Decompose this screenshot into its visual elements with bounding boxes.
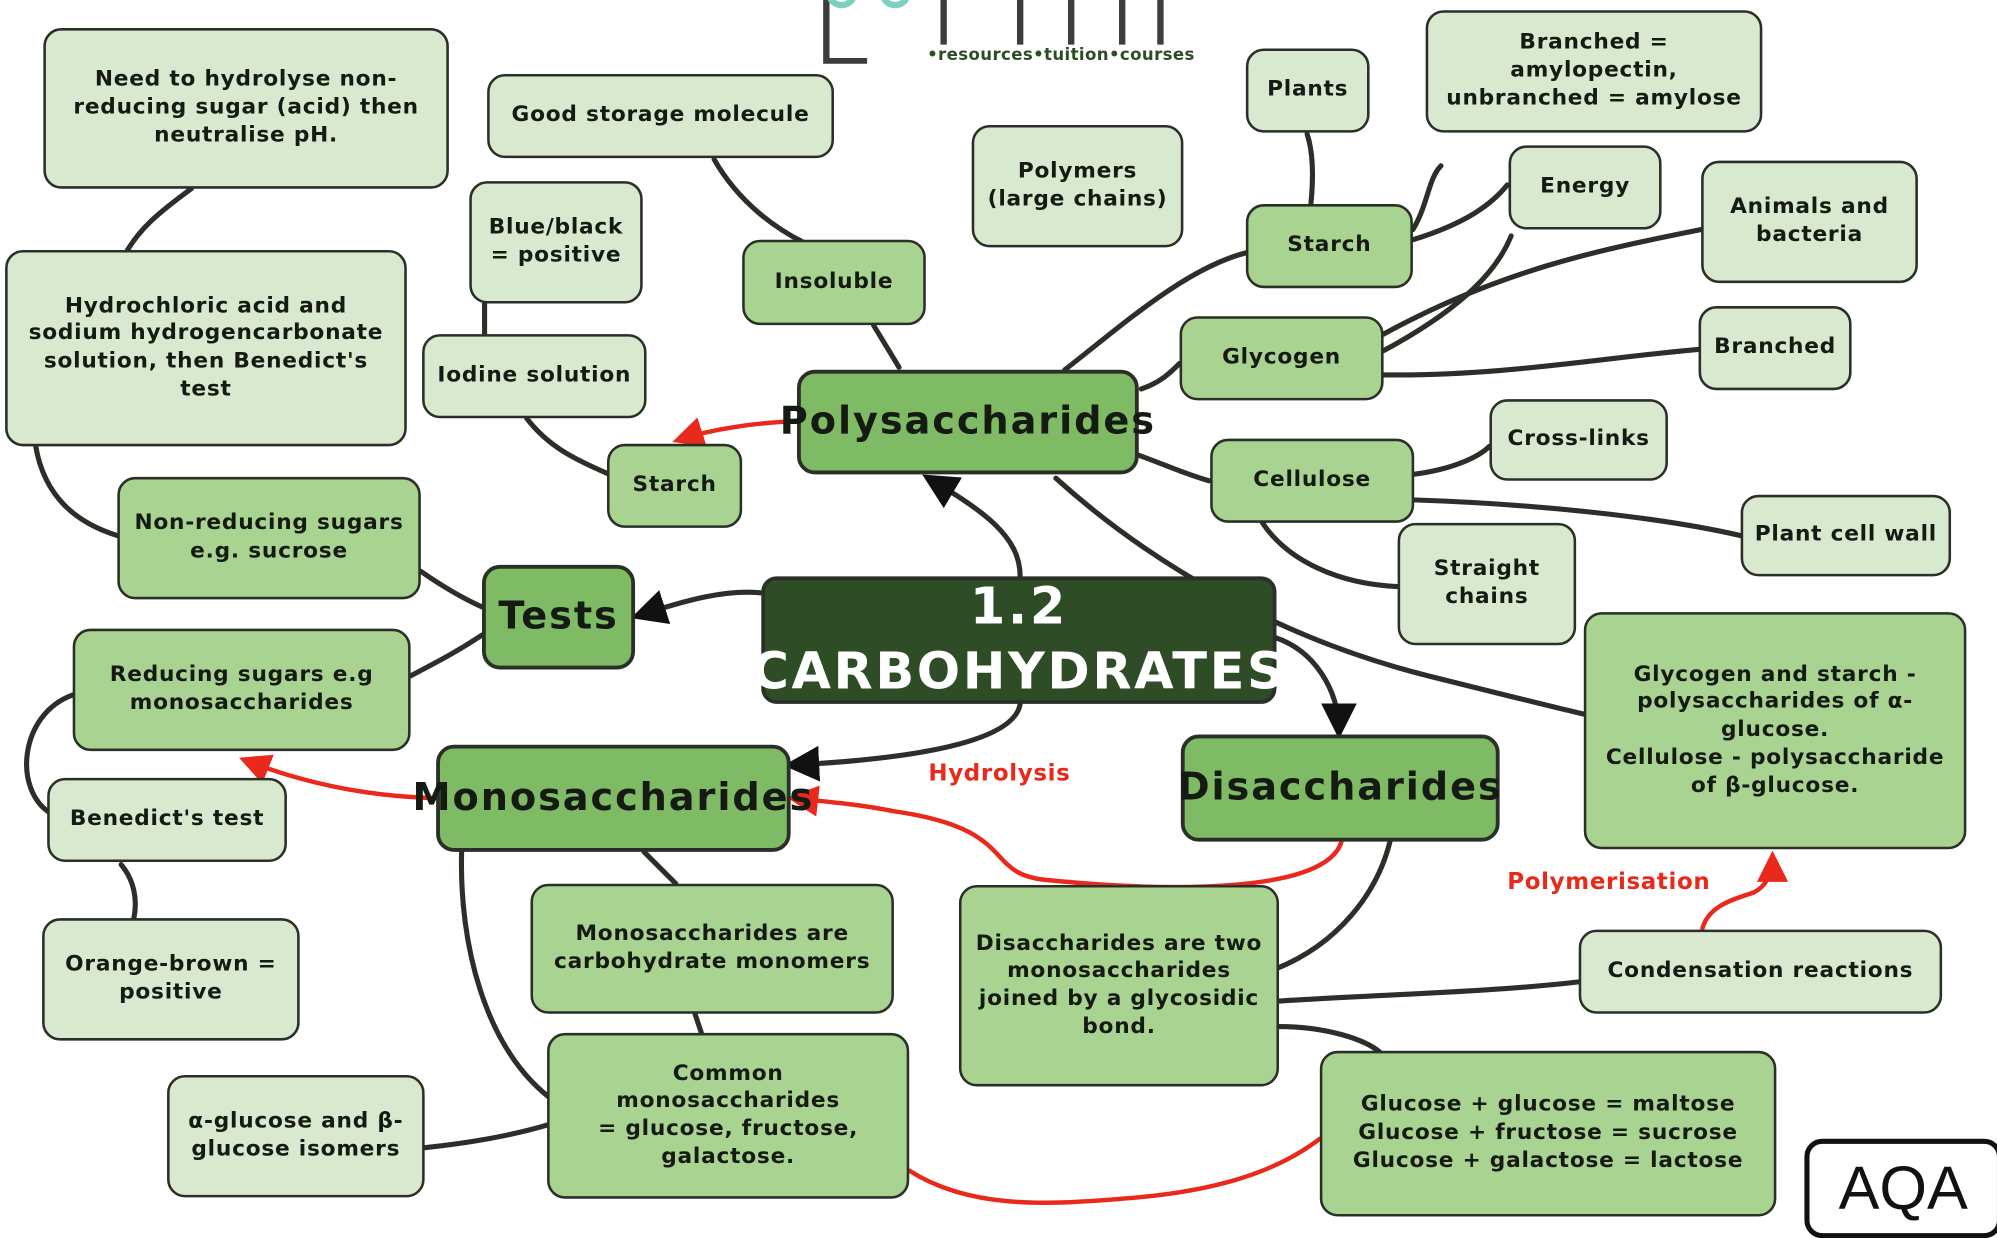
branch-tests: Tests: [482, 564, 636, 670]
node-good-storage: Good storage molecule: [487, 73, 834, 159]
node-alpha-beta-glucose-polysaccharides: Glycogen and starch - polysaccharides of…: [1583, 612, 1967, 850]
node-insoluble: Insoluble: [742, 239, 926, 326]
node-branched: Branched: [1698, 306, 1852, 391]
node-plants: Plants: [1245, 48, 1370, 133]
node-common-monosaccharides: Common monosaccharides = glucose, fructo…: [547, 1032, 910, 1199]
node-branched-amylopectin: Branched = amylopectin, unbranched = amy…: [1425, 10, 1763, 133]
node-orange-brown: Orange-brown = positive: [42, 918, 300, 1041]
node-disaccharide-equations: Glucose + glucose = maltose Glucose + fr…: [1319, 1050, 1777, 1217]
node-animals-bacteria: Animals and bacteria: [1701, 160, 1918, 284]
branch-monosaccharides: Monosaccharides: [413, 744, 812, 852]
pmt-logo: [823, 0, 1164, 64]
node-condensation-reactions: Condensation reactions: [1578, 929, 1943, 1014]
label-hydrolysis: Hydrolysis: [928, 760, 1071, 787]
node-benedicts-test: Benedict's test: [47, 777, 287, 863]
branch-disaccharides: Disaccharides: [1178, 734, 1501, 842]
branch-polysaccharides: Polysaccharides: [780, 369, 1154, 475]
logo-subtitle: •resources•tuition•courses: [927, 45, 1195, 66]
label-polymerisation: Polymerisation: [1507, 868, 1711, 896]
node-hcl-benedicts: Hydrochloric acid and sodium hydrogencar…: [5, 249, 407, 447]
node-disaccharides-definition: Disaccharides are two monosaccharides jo…: [958, 884, 1280, 1087]
node-glycogen: Glycogen: [1179, 316, 1384, 401]
node-reducing-sugars: Reducing sugars e.g monosaccharides: [72, 628, 411, 752]
node-cross-links: Cross-links: [1489, 399, 1668, 481]
node-non-reducing-sugars: Non-reducing sugars e.g. sucrose: [117, 476, 421, 600]
node-starch: Starch: [1245, 204, 1413, 289]
node-blue-black: Blue/black = positive: [469, 181, 643, 304]
node-starch-test: Starch: [606, 443, 743, 528]
node-cellulose: Cellulose: [1210, 438, 1415, 523]
node-monosaccharides-monomers: Monosaccharides are carbohydrate monomer…: [530, 883, 894, 1014]
node-polymers: Polymers (large chains): [971, 124, 1184, 248]
node-hydrolyse-non-reducing: Need to hydrolyse non- reducing sugar (a…: [43, 28, 449, 189]
node-plant-cell-wall: Plant cell wall: [1740, 494, 1952, 577]
node-iodine-solution: Iodine solution: [422, 334, 647, 419]
central-topic: 1.2 CARBOHYDRATES: [752, 576, 1284, 704]
node-alpha-beta-isomers: α-glucose and β- glucose isomers: [167, 1074, 425, 1198]
node-energy: Energy: [1508, 145, 1662, 230]
aqa-badge: AQA: [1804, 1138, 1997, 1238]
node-straight-chains: Straight chains: [1397, 522, 1577, 646]
